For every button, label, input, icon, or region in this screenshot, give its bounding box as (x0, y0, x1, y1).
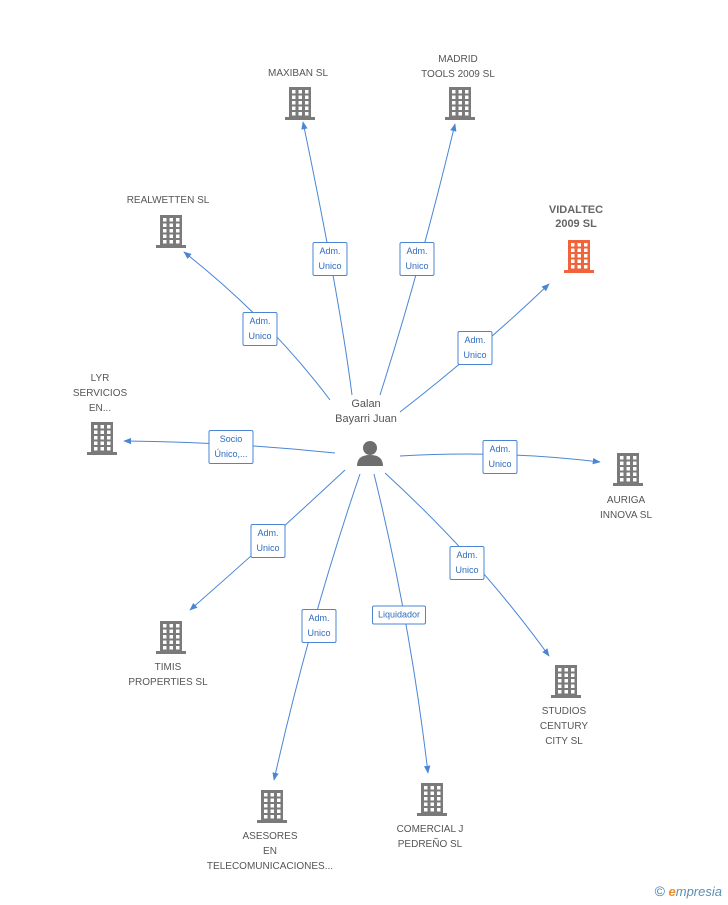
company-label-asesores[interactable]: ASESORES EN TELECOMUNICACIONES... (206, 831, 334, 872)
brand-logo-text: mpresia (675, 884, 722, 899)
company-label-realwetten[interactable]: REALWETTEN SL (126, 195, 210, 206)
company-label-timis[interactable]: TIMIS PROPERTIES SL (128, 662, 208, 688)
role-badge-madrid[interactable]: Adm. Unico (399, 242, 435, 276)
person-icon[interactable] (357, 441, 383, 466)
role-badge-comercial[interactable]: Liquidador (371, 605, 427, 625)
company-label-vidaltec[interactable]: VIDALTEC 2009 SL (548, 204, 604, 230)
person-name[interactable]: Galan Bayarri Juan (335, 398, 397, 425)
building-icon-vidaltec[interactable] (564, 240, 594, 273)
copyright-symbol: © (654, 883, 665, 899)
role-badge-auriga[interactable]: Adm. Unico (482, 440, 518, 474)
building-icon-lyr[interactable] (87, 422, 117, 455)
brand-logo-letter: e (668, 884, 676, 899)
role-badge-lyr[interactable]: Socio Único,... (208, 430, 254, 464)
role-badge-vidaltec[interactable]: Adm. Unico (457, 331, 493, 365)
role-badge-realwetten[interactable]: Adm. Unico (242, 312, 278, 346)
company-label-studios[interactable]: STUDIOS CENTURY CITY SL (539, 706, 589, 747)
role-badge-timis[interactable]: Adm. Unico (250, 524, 286, 558)
role-badge-maxiban[interactable]: Adm. Unico (312, 242, 348, 276)
building-icon-maxiban[interactable] (285, 87, 315, 120)
company-label-lyr[interactable]: LYR SERVICIOS EN... (72, 373, 128, 414)
company-label-maxiban[interactable]: MAXIBAN SL (267, 68, 329, 79)
building-icon-studios[interactable] (551, 665, 581, 698)
building-icon-asesores[interactable] (257, 790, 287, 823)
edge-maxiban (301, 121, 353, 396)
company-label-auriga[interactable]: AURIGA INNOVA SL (599, 495, 653, 521)
building-icon-comercial[interactable] (417, 783, 447, 816)
building-icon-realwetten[interactable] (156, 215, 186, 248)
building-icon-auriga[interactable] (613, 453, 643, 486)
copyright: © empresia (655, 883, 722, 899)
role-badge-asesores[interactable]: Adm. Unico (301, 609, 337, 643)
building-icon-madrid[interactable] (445, 87, 475, 120)
company-label-madrid[interactable]: MADRID TOOLS 2009 SL (421, 54, 495, 80)
role-badge-studios[interactable]: Adm. Unico (449, 546, 485, 580)
company-label-comercial[interactable]: COMERCIAL J PEDREÑO SL (396, 824, 464, 850)
building-icon-timis[interactable] (156, 621, 186, 654)
